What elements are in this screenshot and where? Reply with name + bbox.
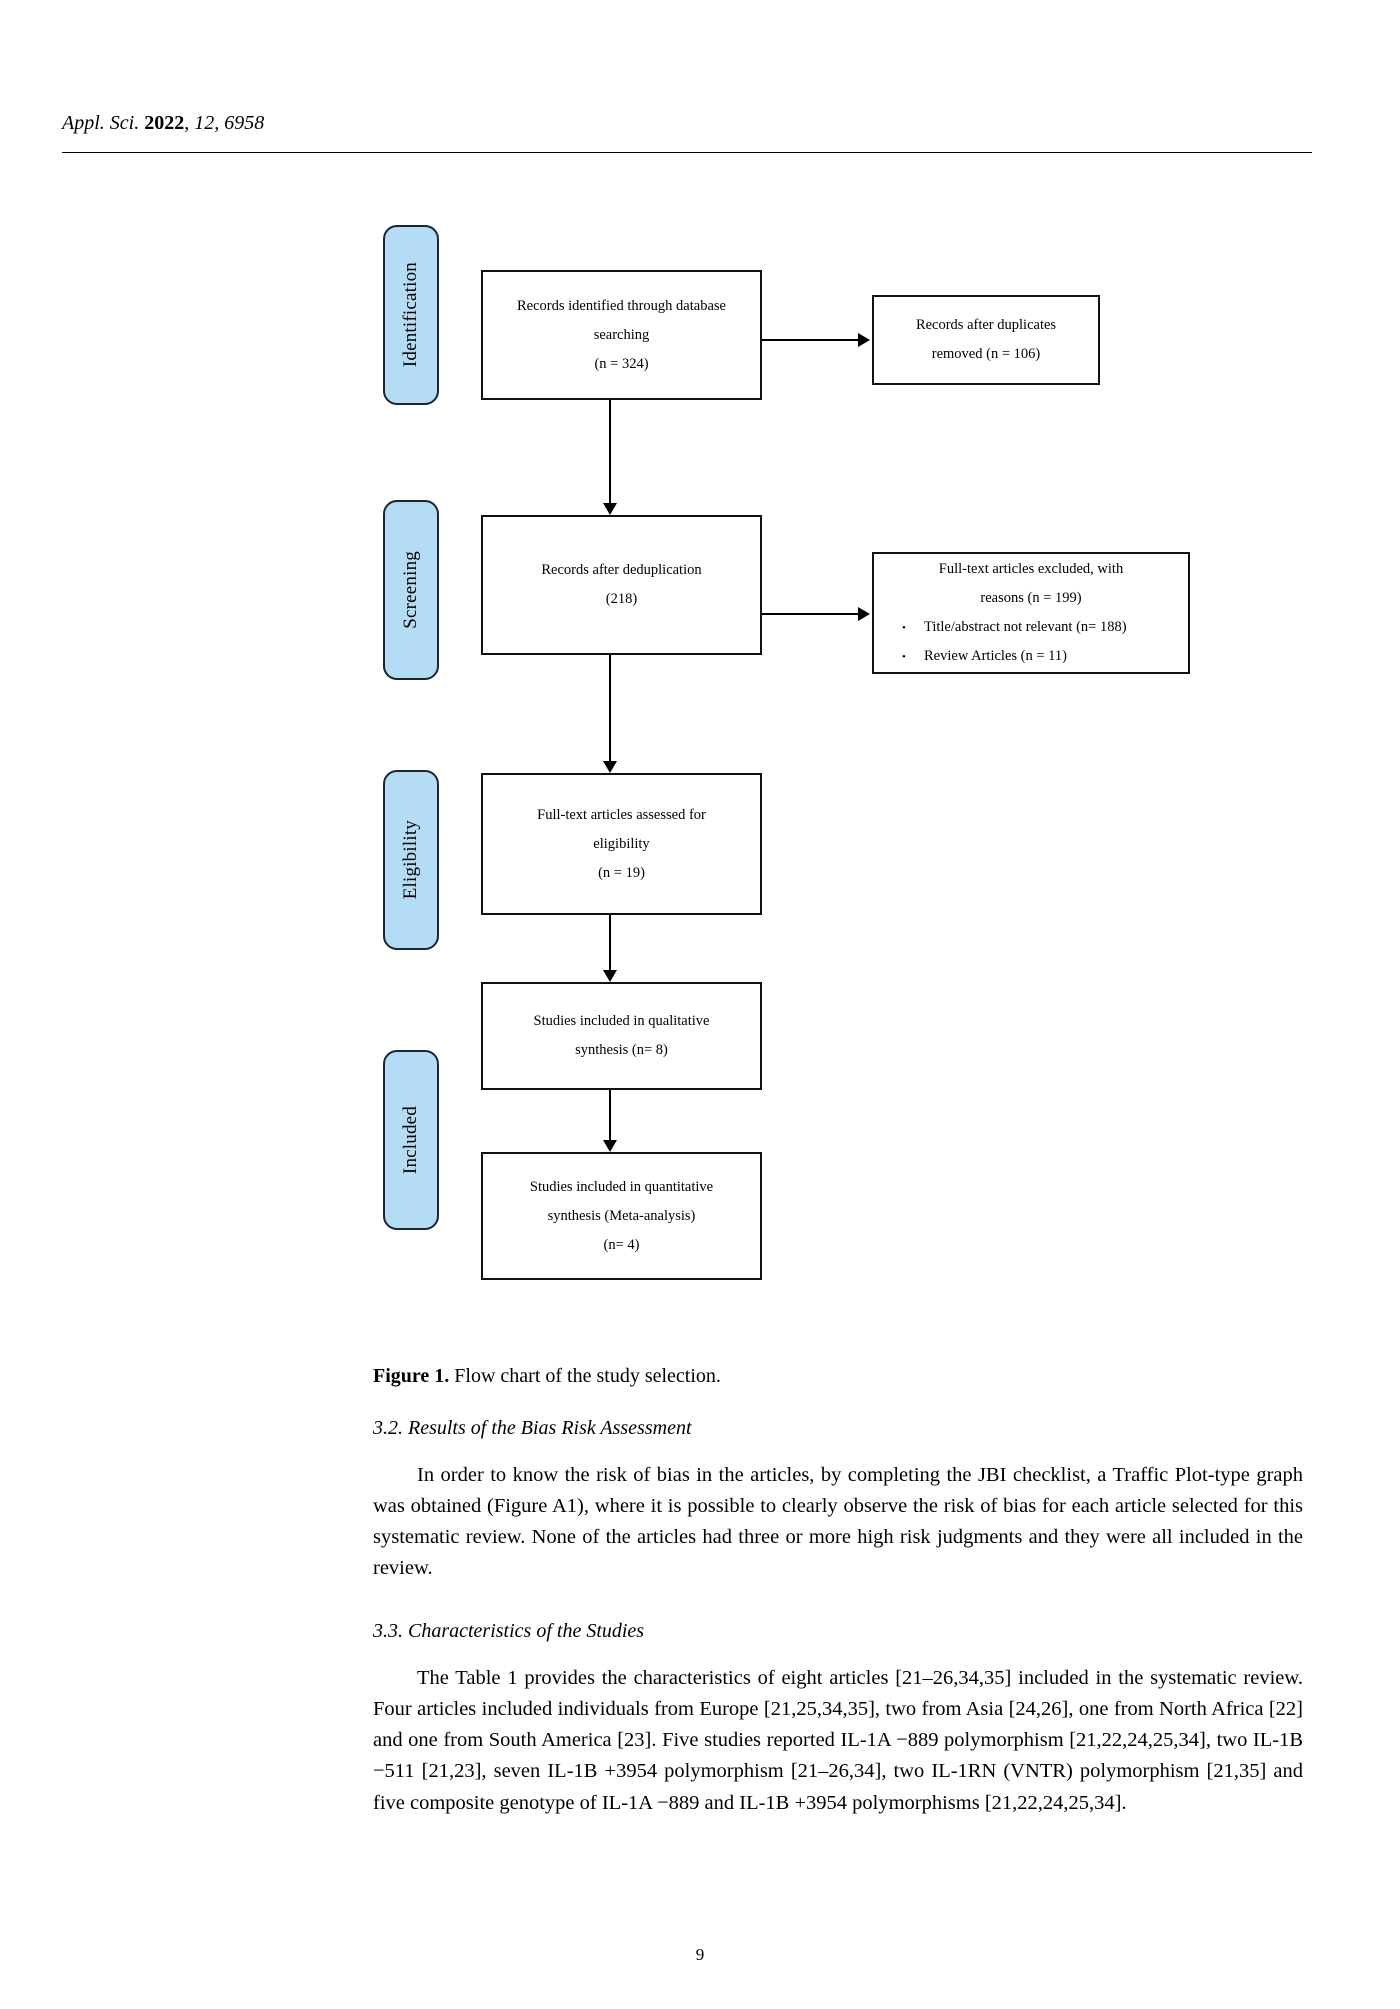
connector-dedup-to-excluded — [762, 613, 860, 615]
quantitative-line1: Studies included in quantitative — [529, 1178, 714, 1195]
qualitative-line1: Studies included in qualitative — [533, 1013, 710, 1029]
figure-caption: Figure 1. Flow chart of the study select… — [373, 1365, 1303, 1388]
excluded-bullet-title-abstract: • Title/abstract not relevant (n= 188) — [884, 613, 1178, 642]
arrow-identified-to-duplicates — [858, 333, 870, 347]
fulltext-assessed-line1: Full-text articles assessed for — [537, 806, 706, 823]
connector-identified-to-duplicates — [762, 339, 860, 341]
excluded-bullet1-label: Title/abstract not relevant (n= 188) — [924, 619, 1127, 635]
excluded-line2: reasons (n = 199) — [980, 590, 1082, 606]
section-paragraph-3-2: In order to know the risk of bias in the… — [373, 1460, 1303, 1585]
arrow-identified-to-dedup — [603, 503, 617, 515]
after-dedup-line1: Records after deduplication — [541, 562, 702, 578]
section-paragraph-3-3-text: The Table 1 provides the characteristics… — [373, 1667, 1303, 1814]
connector-qualitative-to-quantitative — [609, 1090, 611, 1145]
arrow-dedup-to-fulltext — [603, 761, 617, 773]
box-duplicates-removed: Records after duplicates removed (n = 10… — [872, 295, 1100, 385]
stage-screening-label: Screening — [400, 551, 421, 629]
issue-page: , 12, 6958 — [184, 112, 265, 134]
stage-eligibility: Eligibility — [383, 770, 439, 950]
stage-included: Included — [383, 1050, 439, 1230]
connector-dedup-to-fulltext — [609, 655, 611, 765]
stage-identification: Identification — [383, 225, 439, 405]
connector-identified-to-dedup — [609, 400, 611, 507]
box-qualitative-synthesis: Studies included in qualitative synthesi… — [481, 982, 762, 1090]
stage-identification-label: Identification — [400, 262, 421, 368]
arrow-dedup-to-excluded — [858, 607, 870, 621]
excluded-line1: Full-text articles excluded, with — [938, 561, 1124, 577]
arrow-fulltext-to-qualitative — [603, 970, 617, 982]
volume-year: 2022 — [144, 112, 185, 134]
box-fulltext-assessed: Full-text articles assessed for eligibil… — [481, 773, 762, 915]
quantitative-line3: (n= 4) — [603, 1236, 640, 1253]
qualitative-line2: synthesis (n= 8) — [575, 1042, 668, 1058]
after-dedup-line2: (218) — [605, 591, 638, 607]
bullet-icon: • — [902, 622, 906, 634]
header-divider — [62, 152, 1312, 153]
running-head: Appl. Sci. 2022, 12, 6958 — [62, 112, 1338, 135]
connector-fulltext-to-qualitative — [609, 915, 611, 975]
figure-caption-label: Figure 1. — [373, 1365, 450, 1387]
section-paragraph-3-3: The Table 1 provides the characteristics… — [373, 1663, 1303, 1819]
box-records-after-dedup: Records after deduplication (218) — [481, 515, 762, 655]
bullet-icon: • — [902, 651, 906, 663]
records-identified-line3: (n = 324) — [594, 355, 649, 372]
stage-eligibility-label: Eligibility — [400, 820, 421, 900]
section-heading-3-2: 3.2. Results of the Bias Risk Assessment — [373, 1417, 692, 1439]
section-heading-3-3: 3.3. Characteristics of the Studies — [373, 1620, 645, 1642]
box-quantitative-synthesis: Studies included in quantitative synthes… — [481, 1152, 762, 1280]
prisma-flow-chart: Identification Screening Eligibility Inc… — [0, 170, 1400, 1360]
duplicates-removed-line2: removed (n = 106) — [931, 346, 1041, 362]
records-identified-line1: Records identified through database — [517, 297, 726, 314]
duplicates-removed-line1: Records after duplicates — [915, 317, 1057, 333]
fulltext-assessed-line3: (n = 19) — [598, 864, 645, 881]
stage-screening: Screening — [383, 500, 439, 680]
journal-name: Appl. Sci. — [62, 112, 140, 134]
stage-included-label: Included — [400, 1105, 421, 1175]
box-articles-excluded: Full-text articles excluded, with reason… — [872, 552, 1190, 674]
quantitative-line2: synthesis (Meta-analysis) — [547, 1207, 696, 1224]
fulltext-assessed-line2: eligibility — [593, 835, 650, 852]
records-identified-line2: searching — [593, 326, 650, 343]
excluded-bullet2-label: Review Articles (n = 11) — [924, 648, 1067, 664]
section-paragraph-3-2-text: In order to know the risk of bias in the… — [373, 1464, 1303, 1580]
box-records-identified: Records identified through database sear… — [481, 270, 762, 400]
figure-caption-text: Flow chart of the study selection. — [449, 1365, 721, 1387]
excluded-bullet-review-articles: • Review Articles (n = 11) — [884, 642, 1178, 671]
arrow-qualitative-to-quantitative — [603, 1140, 617, 1152]
page-number: 9 — [695, 1945, 705, 1964]
